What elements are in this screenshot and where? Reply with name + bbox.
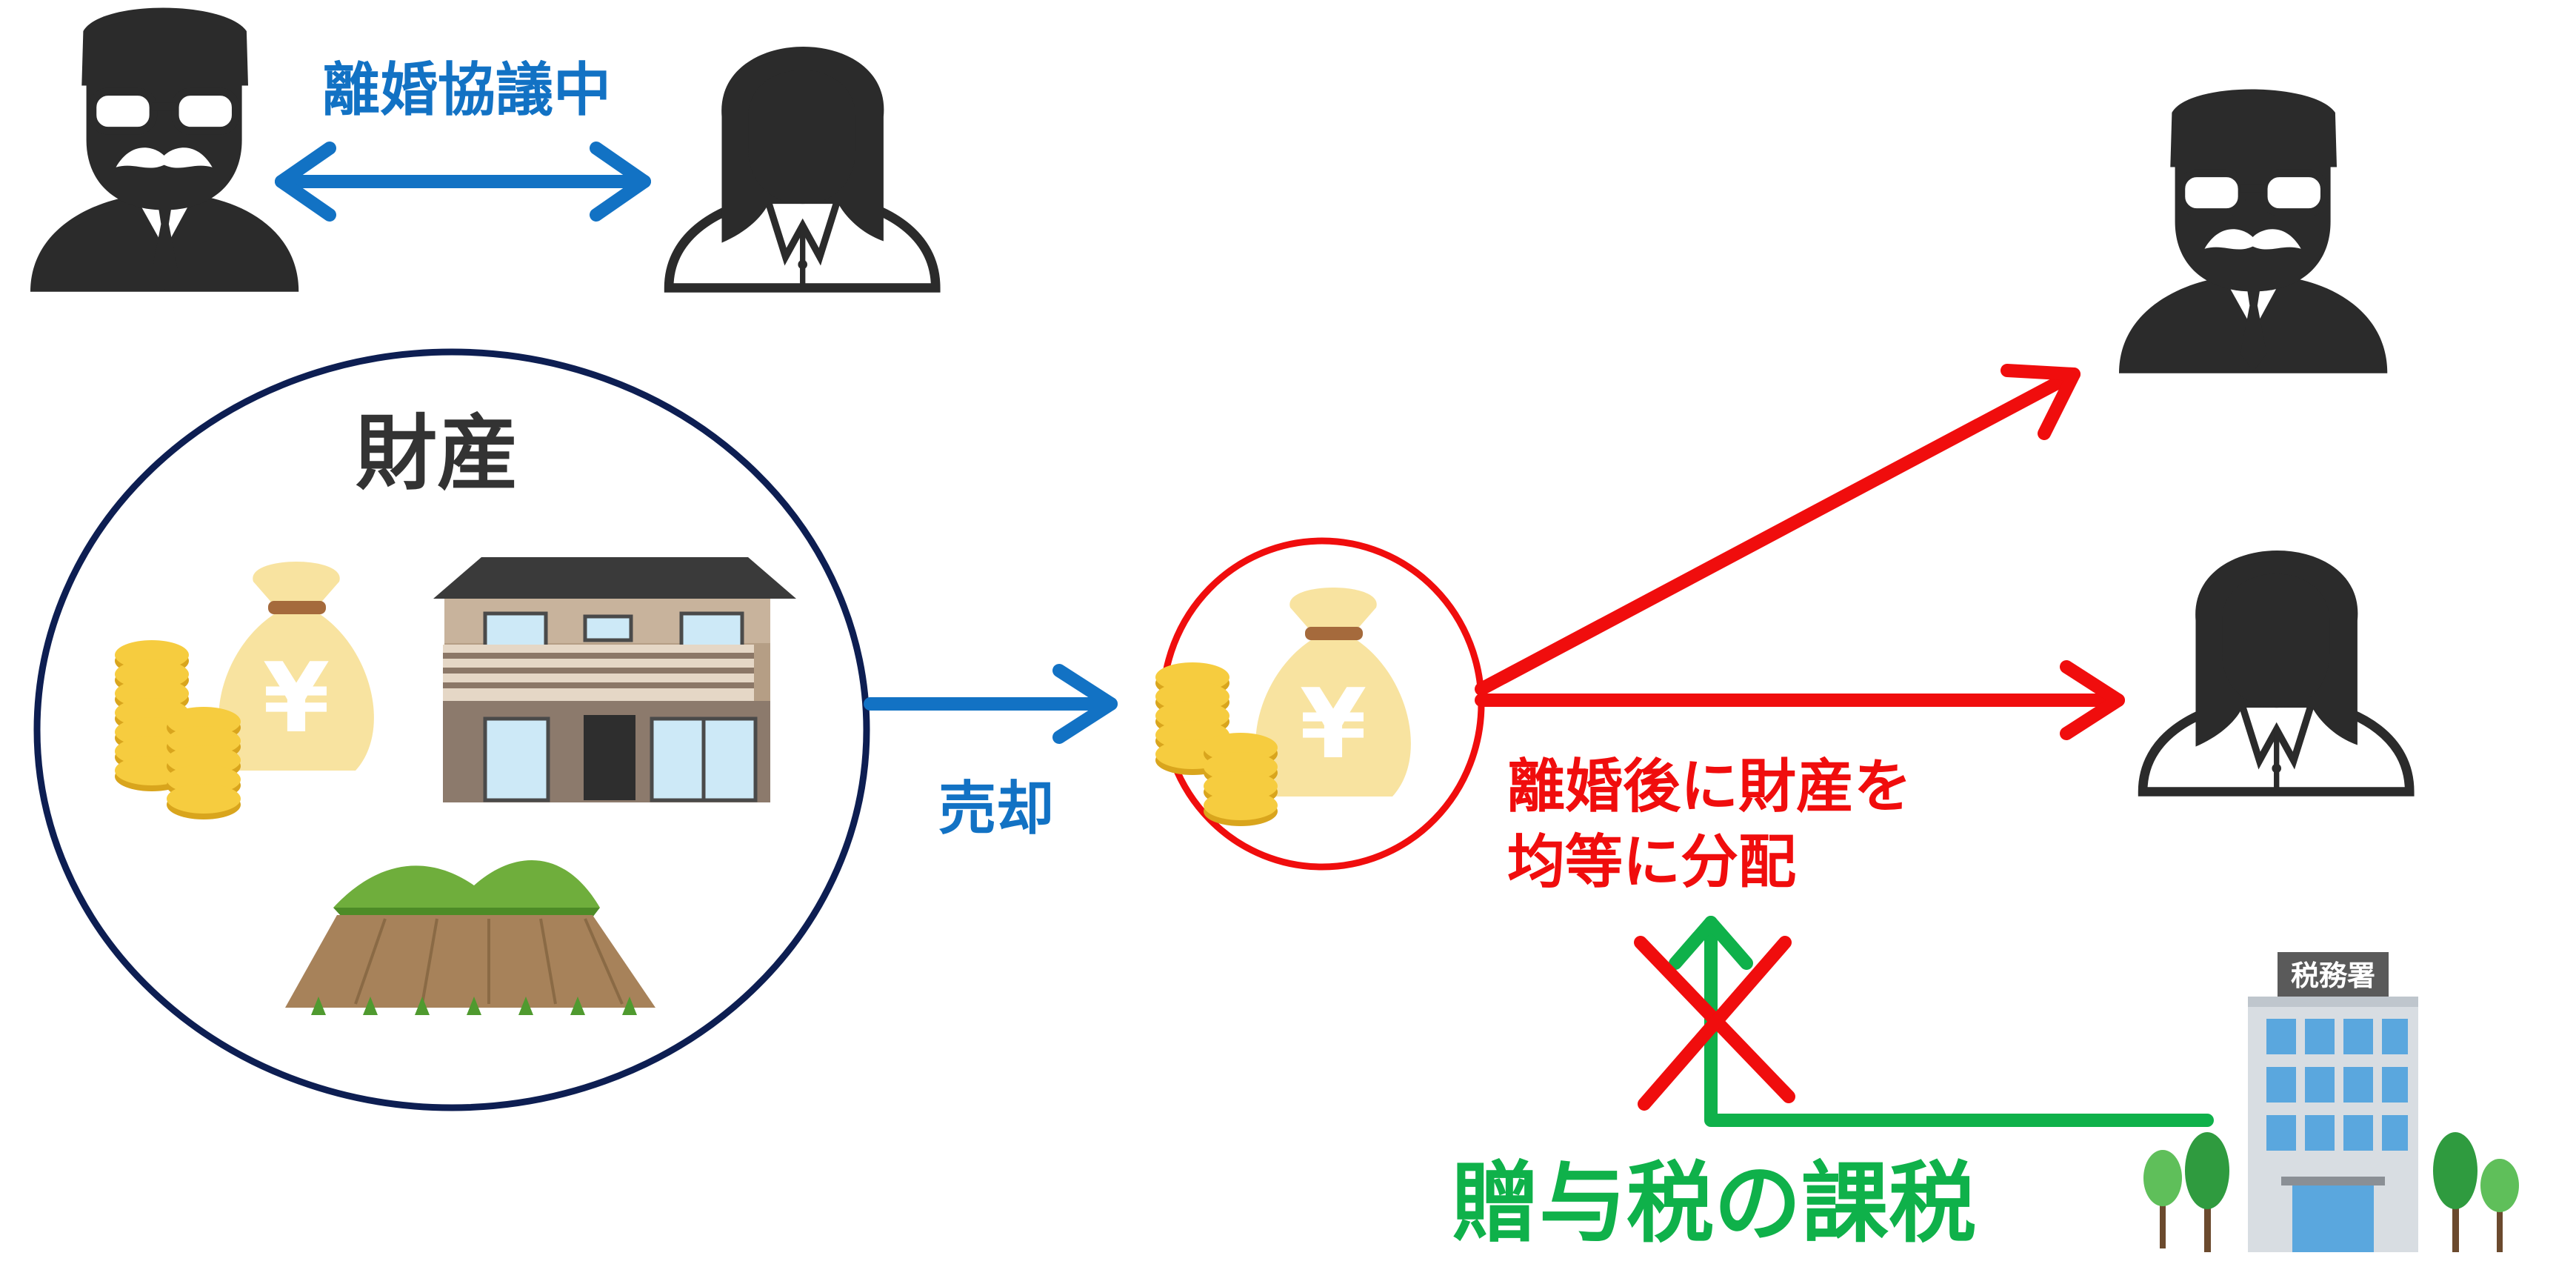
- division-arrow-to-man: [1475, 364, 2081, 696]
- money-bag-icon: [218, 562, 374, 771]
- coins-icon: [1204, 733, 1278, 826]
- tax-office-building-icon: [2248, 952, 2418, 1252]
- tree-icon: [2143, 1150, 2182, 1248]
- tree-icon: [2433, 1132, 2477, 1252]
- field-icon: [285, 859, 655, 1015]
- sale-label: 売却: [938, 776, 1054, 842]
- negotiation-label: 離婚協議中: [322, 57, 611, 124]
- cross-icon: [1634, 936, 1795, 1111]
- woman-icon-right: [2143, 551, 2409, 792]
- coins-icon: [167, 707, 241, 819]
- gift-tax-label: 贈与税の課税: [1452, 1152, 1976, 1254]
- negotiation-arrow: [275, 142, 651, 222]
- money-bag-icon: [1255, 588, 1411, 797]
- tree-icon: [2185, 1132, 2229, 1252]
- house-icon: [433, 557, 796, 802]
- division-label-line1: 離婚後に財産を: [1507, 754, 1912, 820]
- division-arrow-to-woman: [1475, 660, 2125, 740]
- man-icon-top: [30, 8, 298, 292]
- tree-icon: [2480, 1159, 2519, 1252]
- gift-tax-arrow: [1669, 916, 2214, 1127]
- sale-arrow: [864, 664, 1118, 744]
- division-label-line2: 均等に分配: [1507, 829, 1796, 896]
- man-icon-right: [2119, 90, 2387, 373]
- assets-title: 財産: [356, 406, 518, 501]
- tax-office-sign: 税務署: [2291, 960, 2375, 992]
- assets-circle: [33, 348, 870, 1111]
- woman-icon-top: [669, 47, 935, 287]
